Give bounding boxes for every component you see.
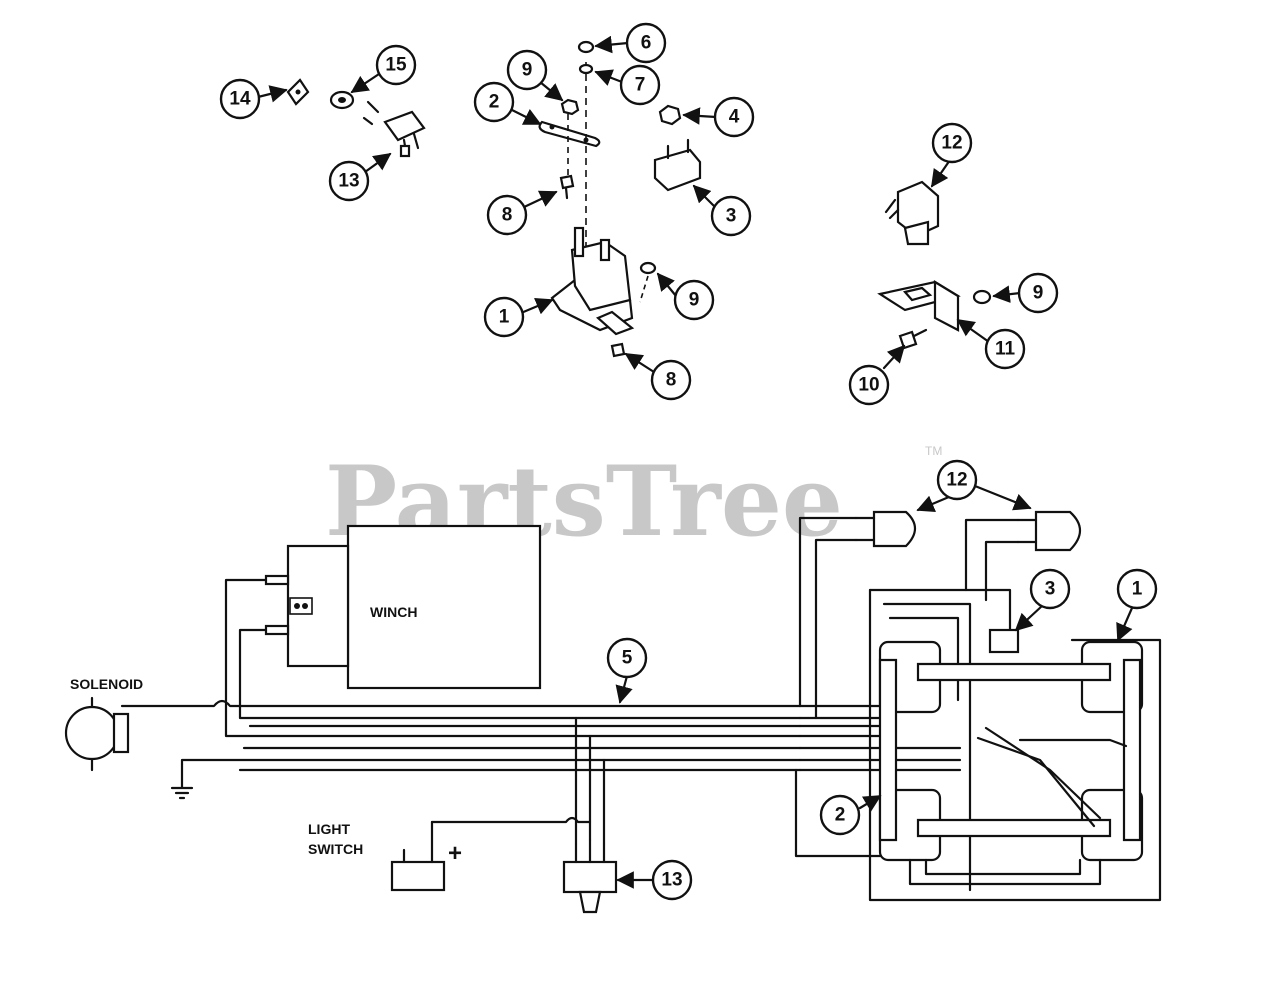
leader-arrows-bottom [615,484,1134,889]
winch-motor: WINCH [264,524,542,690]
ground-icon [170,762,194,800]
lamp-left [854,510,917,548]
svg-text:9: 9 [522,60,533,81]
callout-8: 8 [650,359,692,401]
svg-text:8: 8 [502,205,513,226]
light-switch: LIGHT SWITCH + [308,820,462,892]
callouts: 14 15 13 9 2 8 6 7 4 3 1 9 8 12 9 11 10 … [219,22,1158,901]
light-switch-label-1: LIGHT [308,821,350,837]
callout-9: 9 [1017,272,1059,314]
svg-text:14: 14 [229,89,251,110]
lamp-right [1016,510,1082,552]
callout-6: 6 [625,22,667,64]
part-11-bracket-icon [877,280,961,332]
svg-text:3: 3 [726,206,737,227]
callout-11: 11 [984,328,1026,370]
svg-text:11: 11 [995,339,1016,360]
svg-text:2: 2 [835,805,846,826]
callout-5: 5 [606,637,648,679]
part-2-strap-icon [538,120,601,148]
part-15-nut-icon [329,90,355,110]
part-8-screw-icon [559,174,575,200]
toggle-switch-13 [562,838,618,914]
callout-12: 12 [936,459,978,501]
part-6-nut-icon [577,40,595,54]
svg-text:13: 13 [338,171,359,192]
svg-text:4: 4 [729,107,740,128]
part-3-block-icon [653,138,702,192]
callout-12: 12 [931,122,973,164]
part-12-relay-icon [884,180,940,246]
svg-text:1: 1 [1132,579,1143,600]
svg-text:6: 6 [641,33,652,54]
callout-13: 13 [328,160,370,202]
part-8-screw-icon [610,342,626,358]
callout-15: 15 [375,44,417,86]
callout-14: 14 [219,78,261,120]
callout-13: 13 [651,859,693,901]
svg-text:8: 8 [666,370,677,391]
svg-text:15: 15 [385,55,407,76]
callout-1: 1 [483,296,525,338]
plus-sign: + [448,840,462,867]
svg-text:12: 12 [946,470,967,491]
part-14-plate-icon [286,78,310,106]
part-9-nut-icon [972,289,992,305]
light-switch-label-2: SWITCH [308,841,363,857]
svg-text:1: 1 [499,307,510,328]
part-4-nut-icon [658,104,682,126]
svg-text:7: 7 [635,75,646,96]
callout-4: 4 [713,96,755,138]
callout-9: 9 [673,279,715,321]
callout-9: 9 [506,49,548,91]
callout-10: 10 [848,364,890,406]
solenoid-label: SOLENOID [70,676,143,692]
part-9-nut-icon [560,98,580,116]
svg-text:13: 13 [661,870,682,891]
part-1-solenoid-icon [550,226,635,336]
part-9-nut-icon [639,261,657,275]
solenoid-symbol: SOLENOID [64,676,143,772]
svg-text:9: 9 [689,290,700,311]
wiring-harness [120,516,1162,902]
callout-1: 1 [1116,568,1158,610]
watermark-trademark: TM [925,444,942,458]
svg-text:10: 10 [858,375,879,396]
svg-text:9: 9 [1033,283,1044,304]
callout-3: 3 [1029,568,1071,610]
callout-2: 2 [819,794,861,836]
callout-3: 3 [710,195,752,237]
callout-2: 2 [473,81,515,123]
svg-text:2: 2 [489,92,500,113]
callout-8: 8 [486,194,528,236]
dash-leader [639,275,649,303]
svg-text:3: 3 [1045,579,1056,600]
part-7-washer-icon [578,63,594,75]
svg-text:12: 12 [941,133,962,154]
winch-label: WINCH [370,604,417,620]
part-13-toggle-switch-icon [362,100,426,158]
callout-7: 7 [619,64,661,106]
leader-arrows [256,35,1022,374]
part-10-bolt-icon [898,328,928,350]
svg-text:5: 5 [622,648,633,669]
